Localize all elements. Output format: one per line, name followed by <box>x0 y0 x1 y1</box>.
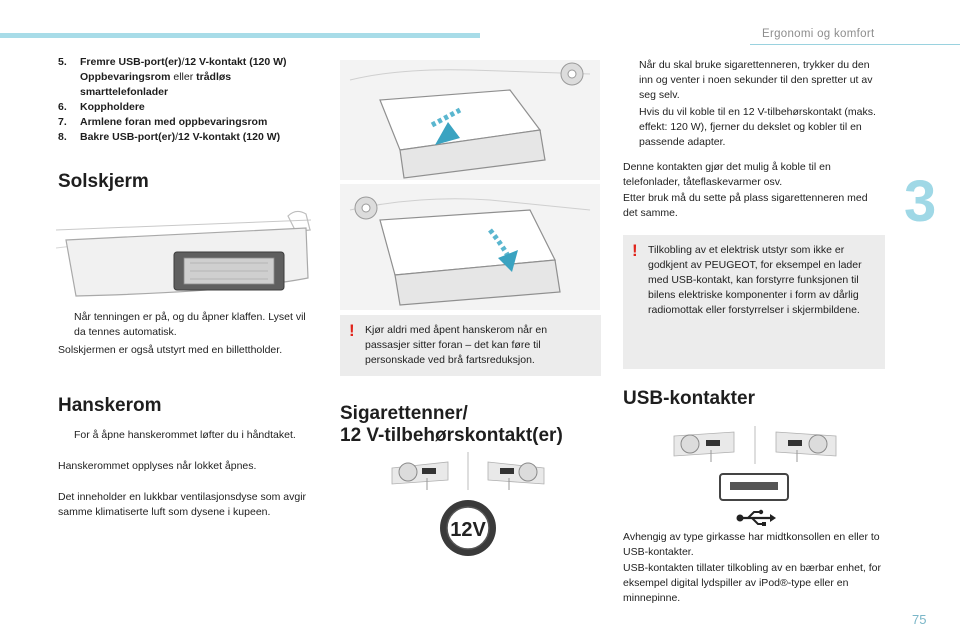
list-item: 8.Bakre USB-port(er)/12 V-kontakt (120 W… <box>58 131 281 143</box>
list-item: 6.Koppholdere <box>58 101 145 113</box>
page-number: 75 <box>912 612 927 627</box>
right-text-1: Denne kontakten gjør det mulig å koble t… <box>623 161 831 188</box>
usb-illustration <box>673 426 837 526</box>
list-item: 5.Fremre USB-port(er)/12 V-kontakt (120 … <box>58 56 287 68</box>
list-item: Oppbevaringsrom eller trådløs smarttelef… <box>80 71 232 98</box>
heading-sigarettenner: Sigarettenner/ 12 V-tilbehørskontakt(er) <box>340 403 563 446</box>
warning-icon: ! <box>632 241 638 260</box>
header-rule <box>750 44 960 45</box>
bullet-icon <box>623 105 639 150</box>
chapter-number: 3 <box>904 169 937 234</box>
warning-icon: ! <box>349 321 355 340</box>
hanskerom-text-1: Hanskerommet opplyses når lokket åpnes. <box>58 460 257 472</box>
bullet-icon <box>58 310 74 340</box>
legend-list: 5.Fremre USB-port(er)/12 V-kontakt (120 … <box>58 55 320 145</box>
usb-text-2: USB-kontakten tillater tilkobling av en … <box>623 562 881 604</box>
solskjerm-bullet: Når tenningen er på, og du åpner klaffen… <box>58 310 320 340</box>
sun-visor-illustration <box>56 210 312 297</box>
hanskerom-bullet: For å åpne hanskerommet løfter du i hånd… <box>58 428 320 443</box>
right-bullet-1: Når du skal bruke sigarettenneren, trykk… <box>623 58 885 103</box>
section-title: Ergonomi og komfort <box>762 28 875 40</box>
right-bullet-2: Hvis du vil koble til en 12 V-tilbehørsk… <box>623 105 885 150</box>
bullet-icon <box>58 428 74 443</box>
hanskerom-text-2: Det inneholder en lukkbar ventilasjonsdy… <box>58 491 307 518</box>
right-text-2: Etter bruk må du sette på plass sigarett… <box>623 192 868 219</box>
glovebox-warning: ! Kjør aldri med åpent hanskerom når en … <box>340 315 601 376</box>
list-item: 7.Armlene foran med oppbevaringsrom <box>58 116 268 128</box>
heading-hanskerom: Hanskerom <box>58 395 162 416</box>
usb-text-1: Avhengig av type girkasse har midtkonsol… <box>623 531 880 558</box>
heading-solskjerm: Solskjerm <box>58 171 149 192</box>
solskjerm-text: Solskjermen er også utstyrt med en bille… <box>58 344 283 356</box>
socket-label: 12V <box>450 519 486 541</box>
socket-illustration: 12V <box>391 452 545 556</box>
bullet-icon <box>623 58 639 103</box>
header-accent-bar <box>0 33 480 38</box>
electrical-warning: ! Tilkobling av et elektrisk utstyr som … <box>623 235 885 369</box>
usb-icon <box>736 509 776 526</box>
heading-usb: USB-kontakter <box>623 388 755 409</box>
glovebox-illustration <box>340 60 600 310</box>
